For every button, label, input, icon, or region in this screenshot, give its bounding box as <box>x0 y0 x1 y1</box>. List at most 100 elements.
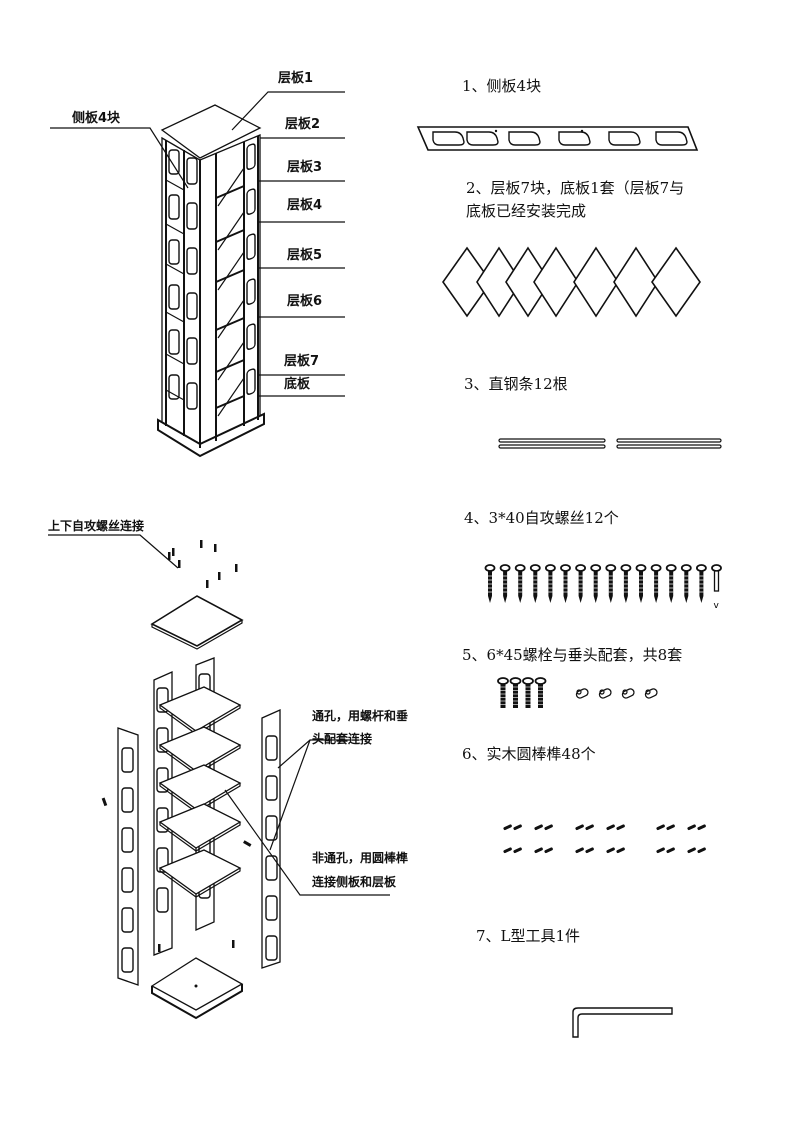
screw <box>168 552 171 560</box>
exploded-base-board <box>150 957 244 1011</box>
bolt-shank <box>513 684 518 708</box>
part-4-title: 4、3*40自攻螺丝12个 <box>464 509 619 527</box>
screw-head <box>514 564 526 572</box>
panel-hole <box>121 787 134 813</box>
screw-shank <box>713 570 720 592</box>
dowel <box>666 824 675 831</box>
dowel <box>666 847 675 854</box>
screw-shank <box>593 571 598 603</box>
dowel <box>697 824 706 831</box>
dowels-drawing <box>503 824 706 854</box>
panel-hole <box>156 887 169 913</box>
shelf-thickness <box>159 822 241 852</box>
steel-rods-drawing <box>498 438 722 449</box>
shelf-diagonal <box>217 167 245 207</box>
strip-hole <box>508 131 541 146</box>
screw-head <box>696 564 707 572</box>
shelf-edge <box>215 185 245 199</box>
barrel-nut-hole <box>599 689 605 695</box>
side-panel-label: 侧板4块 <box>72 111 121 126</box>
screw-shank <box>684 571 689 603</box>
top-screws <box>168 540 238 588</box>
base-board-label: 底板 <box>284 377 311 392</box>
panel-hole <box>265 895 278 921</box>
panel-hole <box>121 827 134 853</box>
side-panel-strip-drawing <box>416 126 699 151</box>
shelf-board <box>533 246 579 318</box>
exploded-top-board <box>150 595 244 647</box>
shelf-edge <box>165 389 185 401</box>
through-hole-note-line1: 通孔，用螺杆和垂 <box>312 709 409 723</box>
part-3-title: 3、直钢条12根 <box>464 375 568 393</box>
shelf-label-3: 层板3 <box>287 160 323 175</box>
screw <box>200 540 203 548</box>
bolt-head <box>509 677 522 685</box>
shelf-leaders <box>231 91 345 397</box>
screw-head <box>711 564 722 572</box>
panel-hole <box>168 284 180 310</box>
screw-shank <box>578 571 583 603</box>
screw <box>158 944 161 952</box>
loose-dowel <box>101 797 108 807</box>
screw-shank <box>548 571 553 603</box>
screw-head <box>590 564 602 572</box>
dowel <box>503 847 512 854</box>
screw-shank <box>669 571 674 603</box>
panel-hole <box>265 935 278 961</box>
dowel <box>585 847 594 854</box>
screw-shank <box>563 571 568 603</box>
tower-shelf-edges <box>165 167 245 417</box>
shelf-thickness <box>159 868 241 898</box>
screw <box>172 548 175 556</box>
panel-hole <box>265 775 278 801</box>
shelf-board <box>442 246 492 318</box>
screw-shank <box>623 571 628 603</box>
dowel <box>656 847 665 854</box>
screw-shank <box>488 571 492 603</box>
shelf-edge <box>165 263 185 275</box>
shelf-label-6: 层板6 <box>287 294 323 309</box>
panel-hole <box>186 382 198 410</box>
panel-hole <box>168 194 180 220</box>
dowel <box>575 824 584 831</box>
dowel <box>687 847 696 854</box>
shelf-label-4: 层板4 <box>287 198 323 213</box>
screw <box>218 572 221 580</box>
shelf-edge <box>165 179 185 191</box>
screw-head <box>620 564 632 572</box>
part-2-title-line2: 底板已经安装完成 <box>466 202 587 220</box>
base-screws <box>158 940 235 952</box>
barrel-nuts-drawing <box>575 688 658 699</box>
screw-connection-note: 上下自攻螺丝连接 <box>48 519 145 533</box>
strip-hole <box>466 131 499 146</box>
screw-head <box>484 564 496 572</box>
strip-hole <box>608 131 641 146</box>
screw-head <box>680 564 692 572</box>
panel-hole <box>168 149 180 175</box>
blind-hole-note-line1: 非通孔，用圆棒榫 <box>312 851 409 865</box>
strip-hole <box>558 131 591 146</box>
bolt-shank <box>525 684 531 708</box>
loose-dowel <box>243 840 252 847</box>
shelf-board <box>573 246 619 318</box>
screw <box>214 544 217 552</box>
dowel <box>544 847 553 854</box>
shelf-diagonal <box>217 299 245 339</box>
panel-hole <box>168 329 180 355</box>
screw-head <box>545 564 556 572</box>
bolt-head <box>534 677 547 685</box>
panel-hole <box>246 323 256 350</box>
side-panel-leader <box>50 127 189 189</box>
panel-hole <box>186 157 198 185</box>
screw-shank <box>699 571 704 603</box>
panel-hole <box>121 947 134 973</box>
shelf-diagonal <box>217 211 245 251</box>
assembled-tower-drawing <box>50 91 345 458</box>
dowel <box>534 824 543 831</box>
screw <box>232 940 235 948</box>
screw-shank <box>533 571 538 603</box>
dowel <box>534 847 543 854</box>
screw-shank <box>654 571 659 603</box>
leader-1 <box>231 91 345 131</box>
panel-hole <box>246 368 256 395</box>
